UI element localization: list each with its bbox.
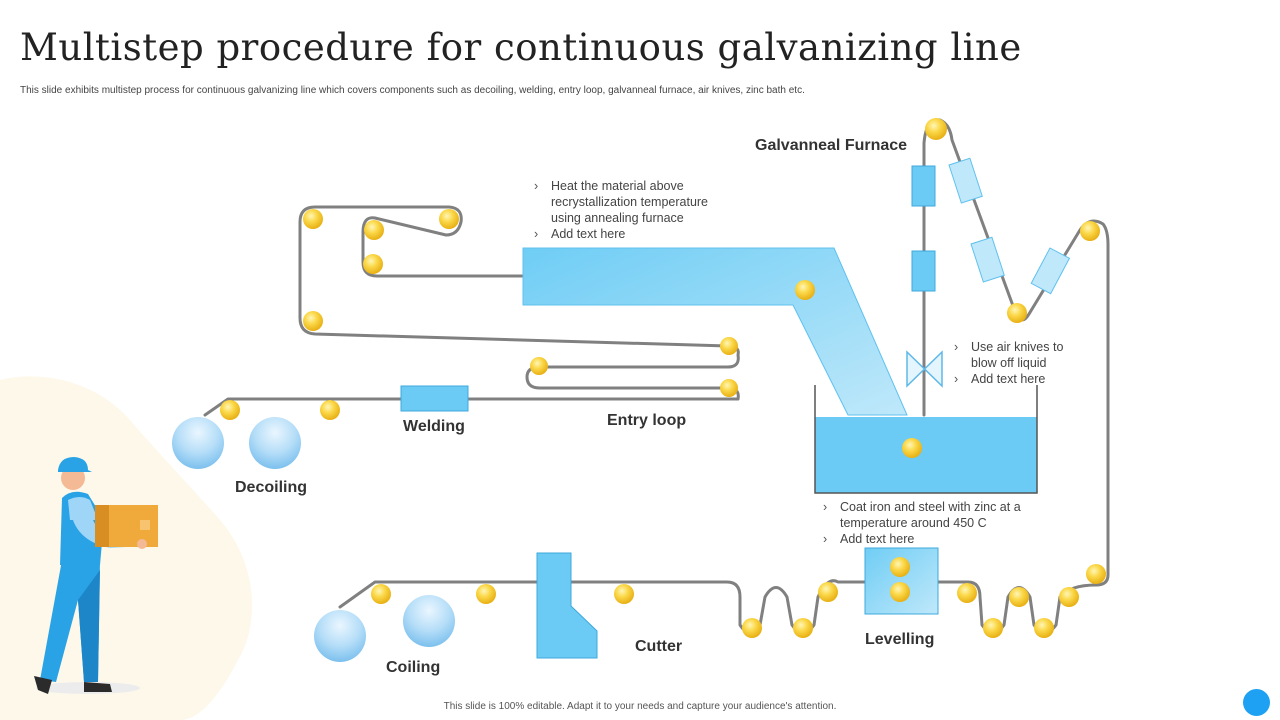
roller — [890, 557, 910, 577]
air-knives-valve — [906, 350, 943, 388]
roller — [320, 400, 340, 420]
roller — [476, 584, 496, 604]
roller — [614, 584, 634, 604]
worker-illustration — [34, 457, 158, 694]
zinc-bath-note-item: Add text here — [821, 531, 1036, 547]
furnace-notes: Heat the material above recrystallizatio… — [532, 178, 732, 242]
cutter-unit — [536, 552, 598, 659]
air-knives-note-item: Use air knives to blow off liquid — [952, 339, 1077, 371]
roller — [530, 357, 548, 375]
galvanneal-furnace-body — [522, 247, 908, 416]
label-galvanneal-furnace: Galvanneal Furnace — [755, 137, 908, 154]
roller — [957, 583, 977, 603]
roller — [742, 618, 762, 638]
page-subtitle: This slide exhibits multistep process fo… — [20, 85, 805, 96]
label-coiling: Coiling — [386, 659, 441, 676]
roller — [220, 400, 240, 420]
roller — [1007, 303, 1027, 323]
roller — [925, 118, 947, 140]
roller — [363, 254, 383, 274]
furnace-block-lower — [911, 250, 936, 292]
roller — [720, 337, 738, 355]
decoiler-coil-left — [172, 417, 224, 469]
roller — [1080, 221, 1100, 241]
decoiler-coil-right — [249, 417, 301, 469]
roller — [1009, 587, 1029, 607]
cooling-block-2 — [970, 236, 1005, 283]
rollers — [220, 118, 1106, 638]
coiler-coil-right — [403, 595, 455, 647]
roller — [720, 379, 738, 397]
roller — [303, 311, 323, 331]
roller — [303, 209, 323, 229]
roller — [364, 220, 384, 240]
coiler-coil-left — [314, 610, 366, 662]
air-knives-notes: Use air knives to blow off liquid Add te… — [952, 339, 1077, 387]
label-levelling: Levelling — [865, 631, 935, 648]
footer-note: This slide is 100% editable. Adapt it to… — [443, 701, 837, 712]
corner-accent-dot — [1243, 689, 1270, 716]
zinc-bath-note-item: Coat iron and steel with zinc at a tempe… — [821, 499, 1036, 531]
page-title: Multistep procedure for continuous galva… — [20, 26, 1022, 69]
furnace-note-item: Add text here — [532, 226, 732, 242]
welding-unit — [400, 385, 469, 412]
furnace-block-upper — [911, 165, 936, 207]
furnace-note-item: Heat the material above recrystallizatio… — [532, 178, 732, 226]
roller — [1059, 587, 1079, 607]
air-knives-note-item: Add text here — [952, 371, 1077, 387]
roller — [1034, 618, 1054, 638]
label-decoiling: Decoiling — [235, 479, 308, 496]
cooling-block-3 — [1030, 247, 1071, 295]
roller — [818, 582, 838, 602]
zinc-bath-tank — [814, 385, 1038, 494]
roller — [371, 584, 391, 604]
label-cutter: Cutter — [635, 638, 683, 655]
roller — [439, 209, 459, 229]
cooling-block-1 — [948, 157, 983, 204]
label-welding: Welding — [403, 418, 465, 435]
label-entry-loop: Entry loop — [607, 412, 687, 429]
roller — [1086, 564, 1106, 584]
roller — [793, 618, 813, 638]
roller — [983, 618, 1003, 638]
roller — [795, 280, 815, 300]
roller — [902, 438, 922, 458]
roller — [890, 582, 910, 602]
zinc-bath-notes: Coat iron and steel with zinc at a tempe… — [821, 499, 1036, 547]
